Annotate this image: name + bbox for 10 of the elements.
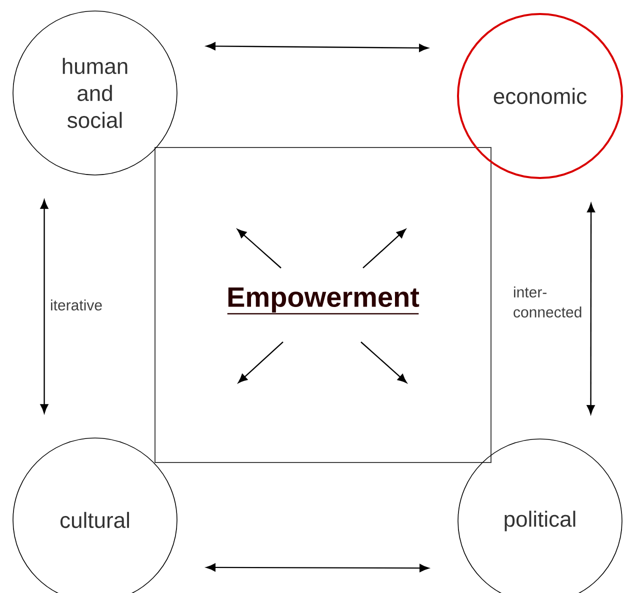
frame-box bbox=[154, 147, 492, 463]
side-label: inter-connected bbox=[514, 286, 582, 318]
arrow bbox=[206, 563, 429, 572]
side-label: iterative bbox=[51, 299, 102, 310]
arrow bbox=[206, 42, 428, 52]
arrow bbox=[586, 203, 596, 414]
arrow bbox=[40, 200, 48, 414]
title-text: Empowerment bbox=[227, 287, 420, 314]
circle-node: economic bbox=[457, 13, 623, 179]
circle-node: human and social bbox=[12, 10, 178, 176]
